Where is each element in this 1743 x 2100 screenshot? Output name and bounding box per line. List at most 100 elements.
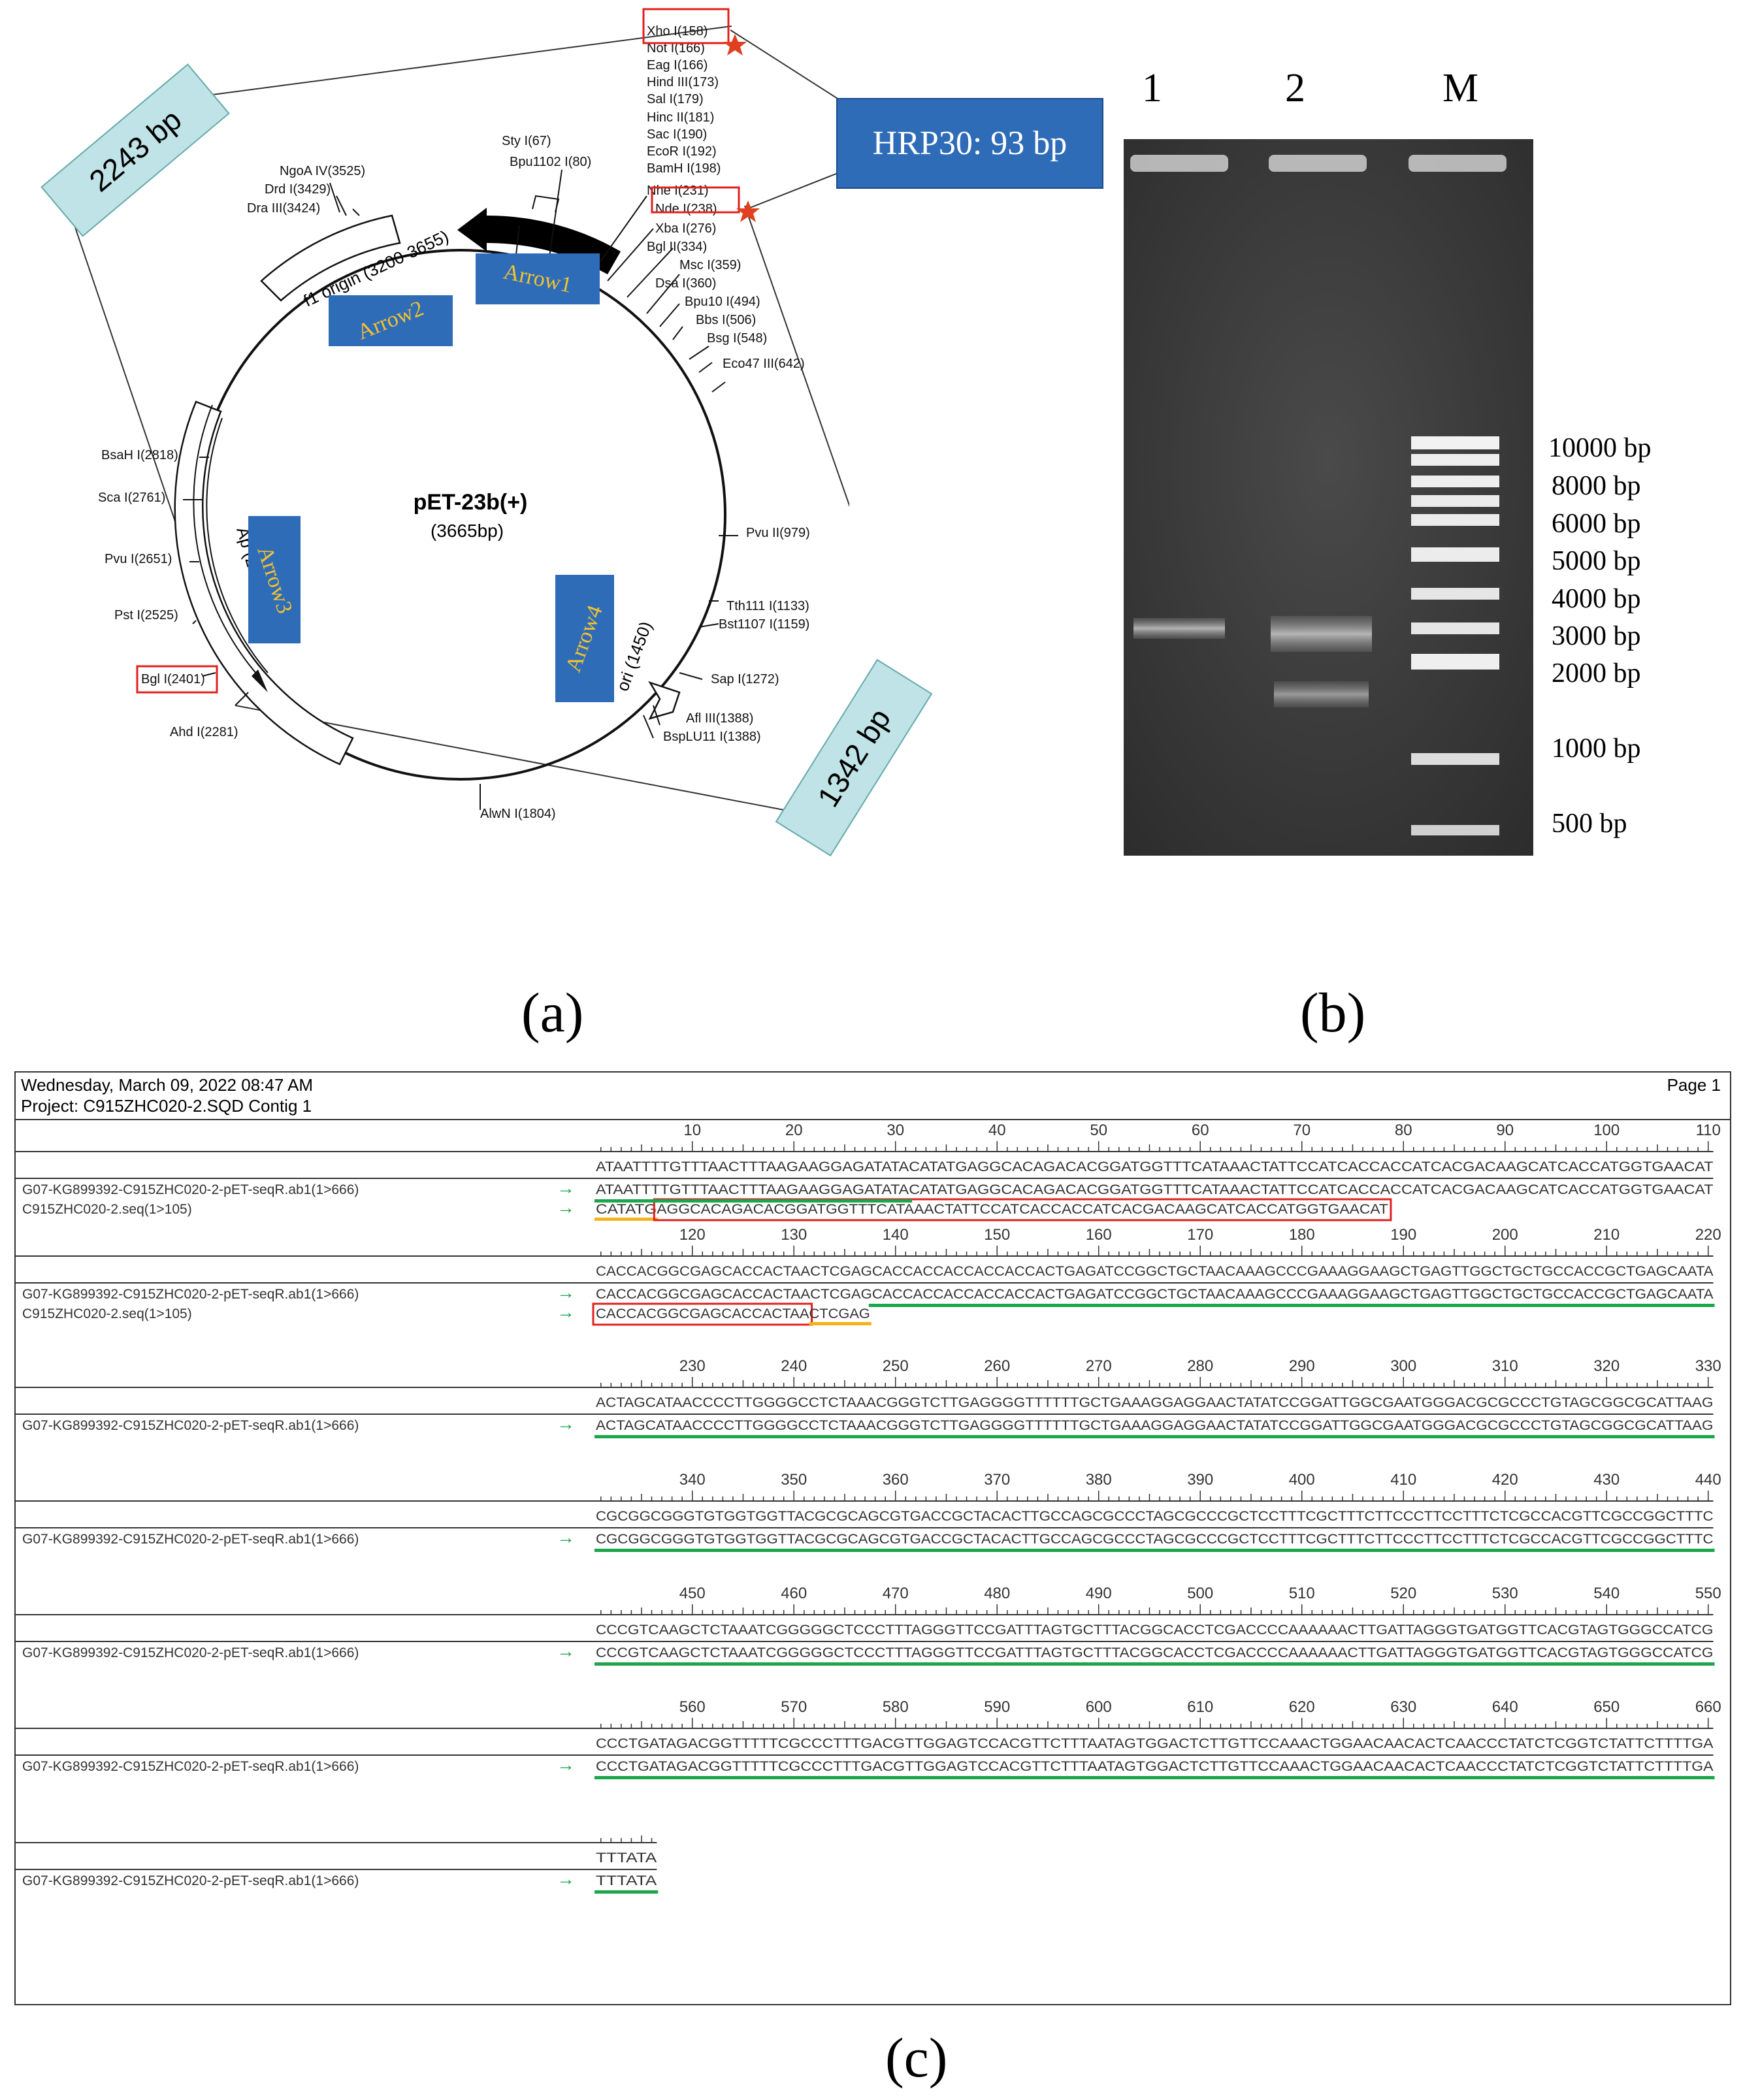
arrow4-box: Arrow4 [555, 575, 614, 702]
read-sequence: TTTATA [596, 1873, 657, 1888]
site-sty: Sty I(67) [502, 134, 551, 148]
ladder-label-500: 500 bp [1552, 809, 1627, 839]
site-hind: Hind III(173) [647, 75, 719, 89]
position-tick-label: 360 [883, 1471, 909, 1489]
arrow2-label: Arrow2 [353, 296, 427, 345]
site-nde: Nde I(238) [655, 202, 717, 216]
position-tick-label: 480 [984, 1585, 1010, 1602]
read-sequence: CGCGGCGGGTGTGGTGGTTACGCGCAGCGTGACCGCTACA… [596, 1532, 1714, 1547]
lane2-band-upper [1271, 616, 1372, 652]
position-tick-label: 510 [1289, 1585, 1315, 1602]
position-tick-label: 470 [883, 1585, 909, 1602]
position-tick-label: 350 [781, 1471, 807, 1489]
read-name: G07-KG899392-C915ZHC020-2-pET-seqR.ab1(1… [22, 1759, 359, 1774]
site-pvu2: Pvu II(979) [746, 526, 810, 540]
position-tick-label: 260 [984, 1357, 1010, 1375]
read-match-underline [595, 1549, 1715, 1552]
arrow3-box: Arrow3 [248, 516, 301, 643]
ref-suffix-underline [809, 1322, 872, 1325]
position-tick-label: 450 [679, 1585, 706, 1602]
position-tick-label: 220 [1695, 1226, 1721, 1244]
arrow4-label: Arrow4 [561, 602, 608, 675]
position-tick-label: 500 [1187, 1585, 1213, 1602]
ladder-bands [1411, 436, 1499, 835]
site-sca: Sca I(2761) [98, 491, 165, 505]
ladder-band [1411, 436, 1499, 449]
read-arrow-icon: → [557, 1869, 575, 1889]
consensus-sequence: CCCGTCAAGCTCTAAATCGGGGGCTCCCTTTAGGGTTCCG… [596, 1623, 1714, 1638]
site-bsah: BsaH I(2818) [101, 448, 178, 462]
position-tick-label: 300 [1390, 1357, 1416, 1375]
position-tick-label: 30 [887, 1122, 904, 1139]
read-sequence: CACCACGGCGAGCACCACTAACTCGAGCACCACCACCACC… [596, 1287, 1714, 1302]
lane2-band-lower [1274, 681, 1369, 707]
position-tick-label: 410 [1390, 1471, 1416, 1489]
ref-prefix-sequence: CATATG [596, 1202, 657, 1217]
position-tick-label: 540 [1593, 1585, 1620, 1602]
position-tick-label: 190 [1390, 1226, 1416, 1244]
ladder-band [1411, 753, 1499, 765]
position-tick-label: 600 [1086, 1698, 1112, 1716]
other-site-labels: Sty I(67) Bpu1102 I(80) NgoA IV(3525) Dr… [98, 134, 810, 821]
position-tick-label: 650 [1593, 1698, 1620, 1716]
position-tick-label: 640 [1492, 1698, 1518, 1716]
site-ecor: EcoR I(192) [647, 144, 717, 159]
nde-highlight [651, 186, 740, 214]
position-tick-label: 390 [1187, 1471, 1213, 1489]
ladder-band [1411, 547, 1499, 562]
position-tick-label: 20 [785, 1122, 803, 1139]
position-tick-label: 60 [1192, 1122, 1209, 1139]
consensus-sequence: CCCTGATAGACGGTTTTTCGCCCTTTGACGTTGGAGTCCA… [596, 1736, 1714, 1751]
ladder-band [1411, 476, 1499, 487]
position-tick-label: 490 [1086, 1585, 1112, 1602]
ref-suffix-sequence: CTCGAG [809, 1306, 870, 1321]
position-tick-label: 340 [679, 1471, 706, 1489]
site-drd: Drd I(3429) [265, 182, 331, 197]
read-sequence: CCCGTCAAGCTCTAAATCGGGGGCTCCCTTTAGGGTTCCG… [596, 1645, 1714, 1660]
f1-origin-region [260, 214, 401, 302]
position-tick-label: 120 [679, 1226, 706, 1244]
site-tth: Tth111 I(1133) [726, 599, 809, 613]
lane1-band [1133, 618, 1225, 639]
read-arrow-icon: → [557, 1527, 575, 1547]
position-tick-label: 330 [1695, 1357, 1721, 1375]
xho-highlight [642, 8, 730, 44]
site-alwn: AlwN I(1804) [480, 807, 556, 821]
site-bbs: Bbs I(506) [696, 313, 756, 327]
site-pst: Pst I(2525) [114, 608, 178, 622]
ap-region [174, 400, 354, 766]
position-tick-label: 10 [683, 1122, 701, 1139]
ladder-label-5000: 5000 bp [1552, 546, 1641, 576]
site-bamh: BamH I(198) [647, 161, 721, 176]
position-tick-label: 620 [1289, 1698, 1315, 1716]
alignment-page: Page 1 [1667, 1075, 1721, 1095]
position-tick-label: 520 [1390, 1585, 1416, 1602]
alignment-panel: Wednesday, March 09, 2022 08:47 AM Proje… [14, 1071, 1731, 2005]
read-name: G07-KG899392-C915ZHC020-2-pET-seqR.ab1(1… [22, 1418, 359, 1433]
position-tick-label: 460 [781, 1585, 807, 1602]
read-match-underline [868, 1304, 1715, 1307]
read-name: G07-KG899392-C915ZHC020-2-pET-seqR.ab1(1… [22, 1873, 359, 1888]
position-tick-label: 530 [1492, 1585, 1518, 1602]
gel-well [1130, 155, 1228, 172]
ref-name: C915ZHC020-2.seq(1>105) [22, 1306, 192, 1321]
ladder-band [1411, 622, 1499, 634]
read-arrow-icon: → [557, 1282, 575, 1302]
read-name: G07-KG899392-C915ZHC020-2-pET-seqR.ab1(1… [22, 1287, 359, 1302]
read-name: G07-KG899392-C915ZHC020-2-pET-seqR.ab1(1… [22, 1532, 359, 1547]
position-tick-label: 270 [1086, 1357, 1112, 1375]
gel-well [1269, 155, 1367, 172]
position-tick-label: 320 [1593, 1357, 1620, 1375]
site-stars [723, 34, 760, 222]
position-tick-label: 280 [1187, 1357, 1213, 1375]
ref-arrow-icon: → [557, 1302, 575, 1322]
site-afl: Afl III(1388) [686, 711, 753, 726]
read-arrow-icon: → [557, 1641, 575, 1661]
position-tick-label: 40 [988, 1122, 1006, 1139]
position-tick-label: 150 [984, 1226, 1010, 1244]
position-tick-label: 180 [1289, 1226, 1315, 1244]
position-tick-label: 200 [1492, 1226, 1518, 1244]
site-bsg: Bsg I(548) [707, 331, 767, 346]
position-tick-label: 140 [883, 1226, 909, 1244]
